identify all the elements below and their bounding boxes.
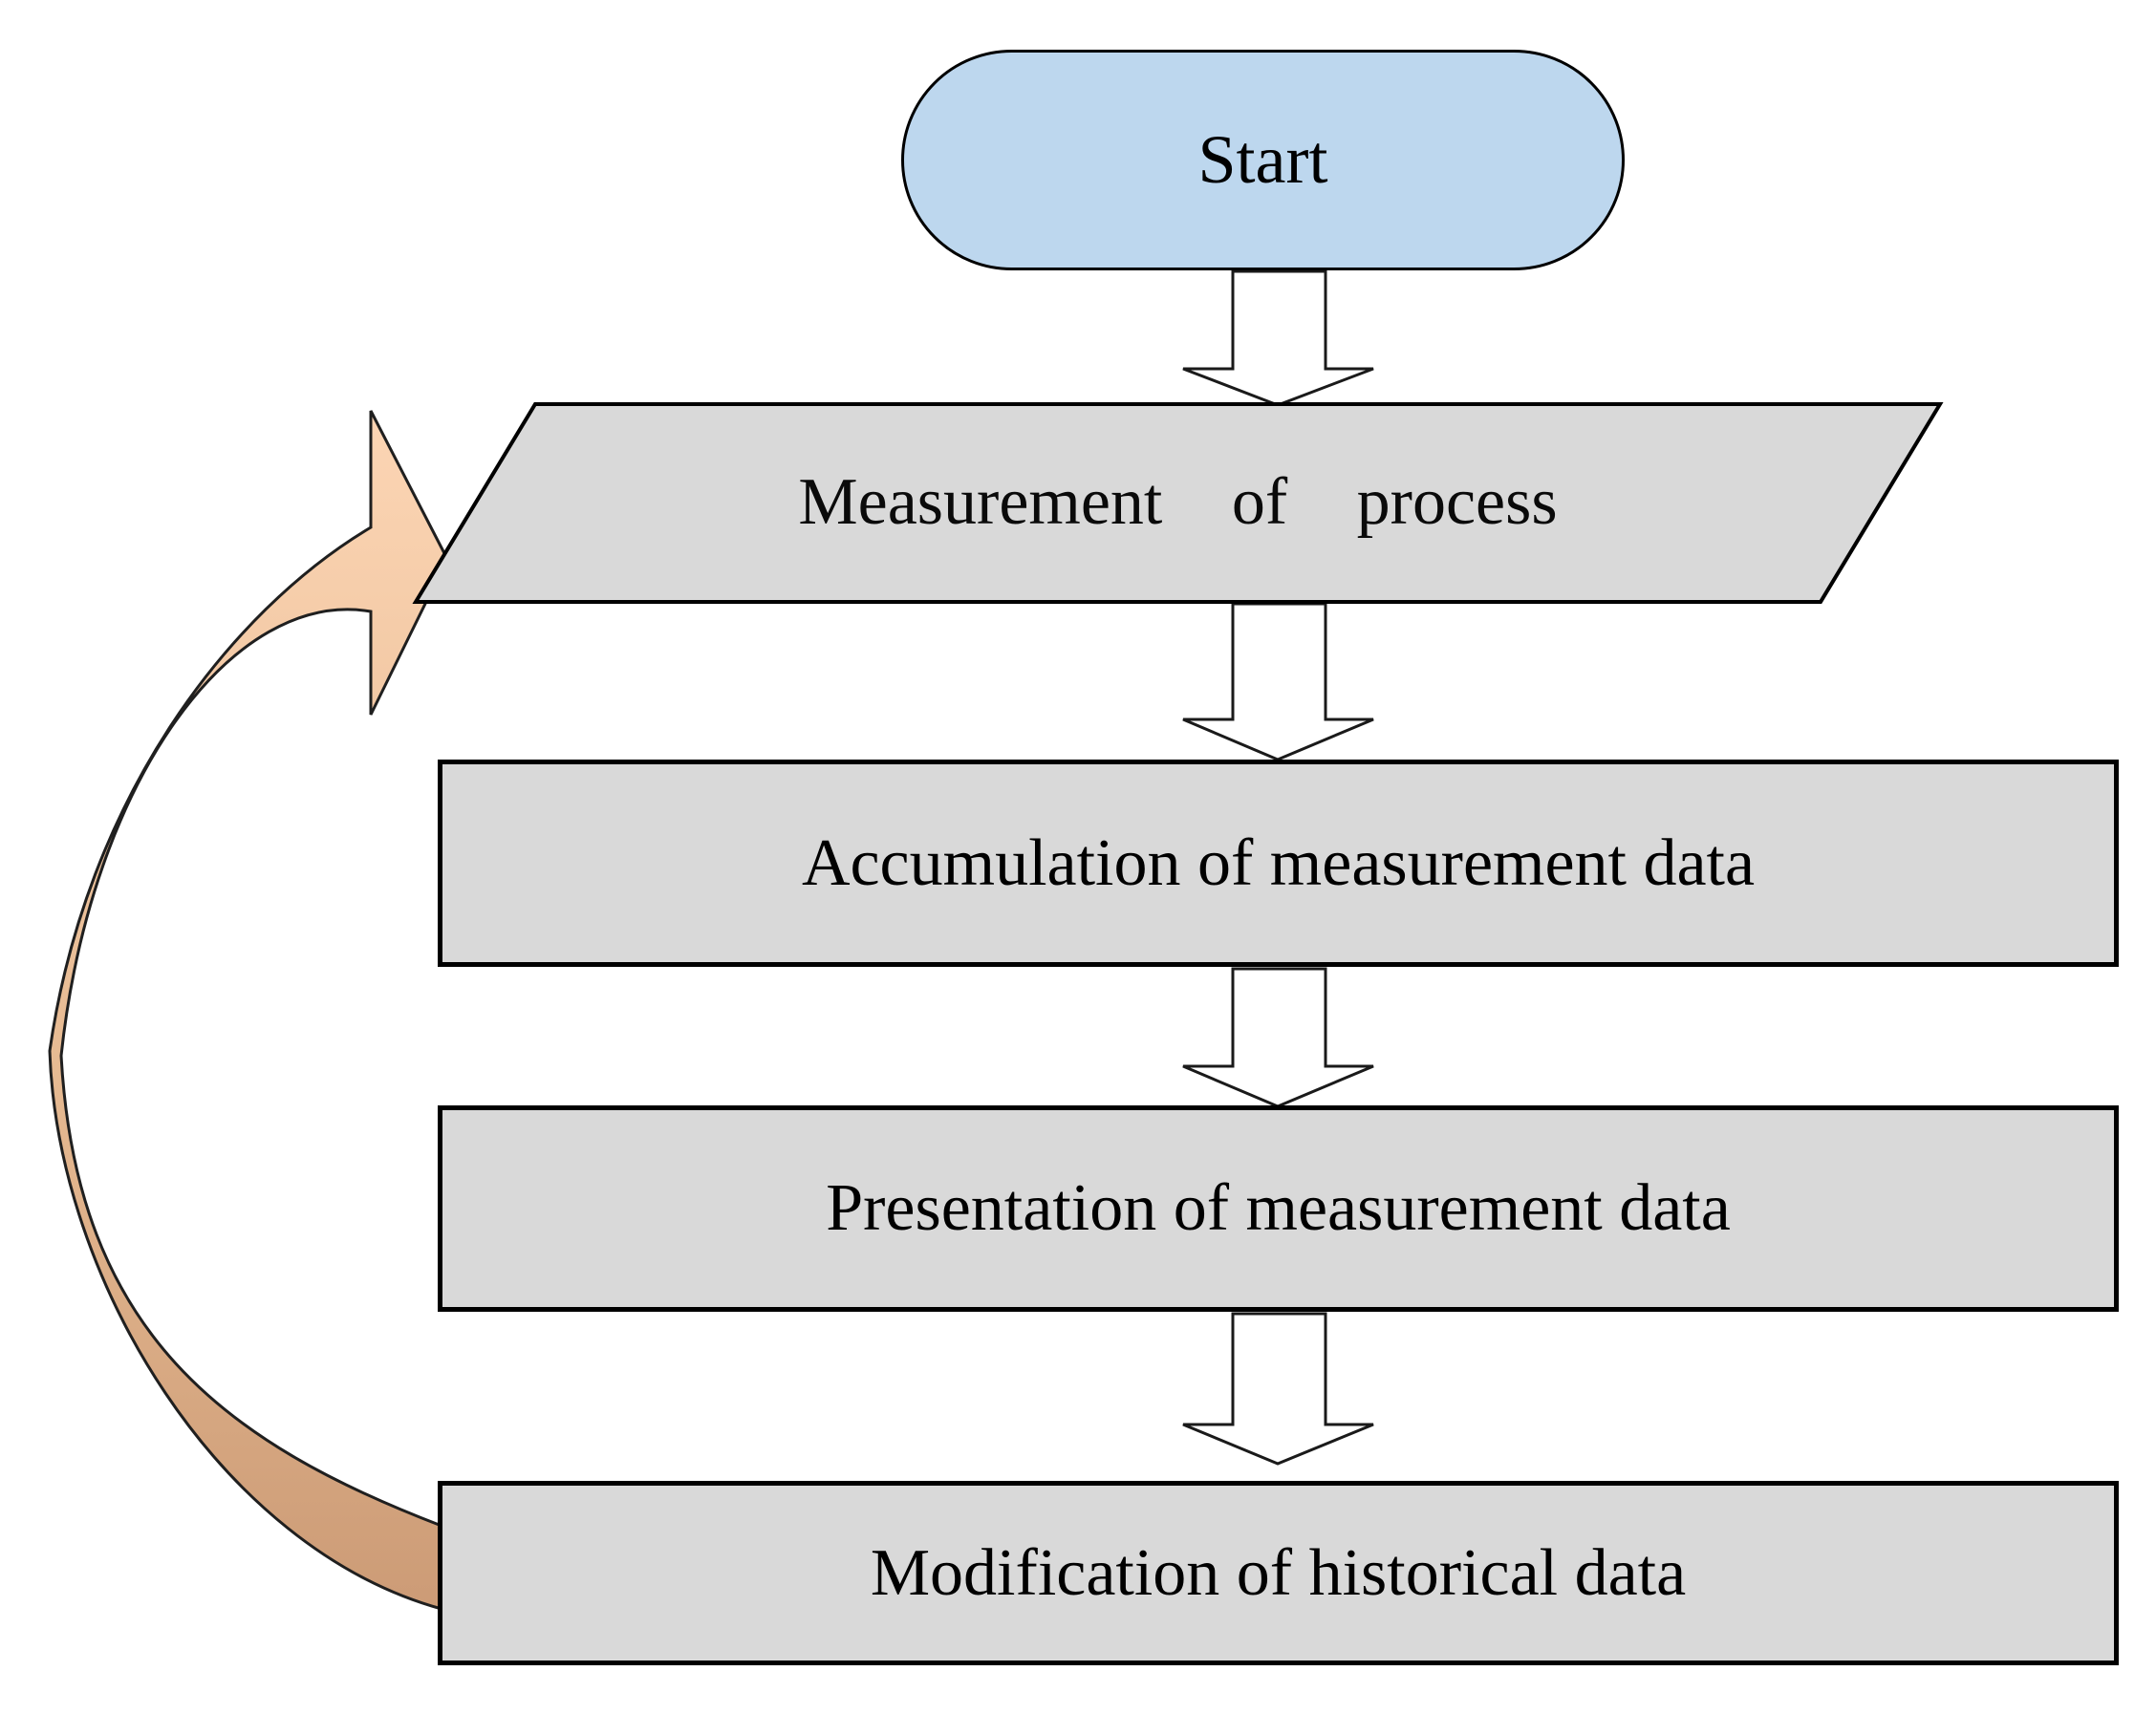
block-arrow-accumulation-to-presentation xyxy=(1182,967,1374,1108)
node-start-label: Start xyxy=(1197,121,1328,198)
node-measurement-label: Measurement of process xyxy=(798,465,1558,540)
node-presentation: Presentation of measurement data xyxy=(438,1105,2119,1312)
loop-arrow-modification-to-measurement xyxy=(48,410,449,1611)
block-arrow-measurement-to-accumulation xyxy=(1182,602,1374,761)
parallelogram-measurement-shape xyxy=(412,402,1944,604)
node-accumulation: Accumulation of measurement data xyxy=(438,760,2119,967)
node-accumulation-label: Accumulation of measurement data xyxy=(801,825,1756,900)
block-arrow-start-to-measurement xyxy=(1182,269,1374,407)
node-presentation-label: Presentation of measurement data xyxy=(826,1171,1731,1245)
node-modification-label: Modification of historical data xyxy=(870,1535,1687,1610)
node-measurement: Measurement of process xyxy=(416,404,1940,602)
node-start: Start xyxy=(901,50,1625,270)
block-arrow-presentation-to-modification xyxy=(1182,1312,1374,1466)
node-modification: Modification of historical data xyxy=(438,1481,2119,1665)
